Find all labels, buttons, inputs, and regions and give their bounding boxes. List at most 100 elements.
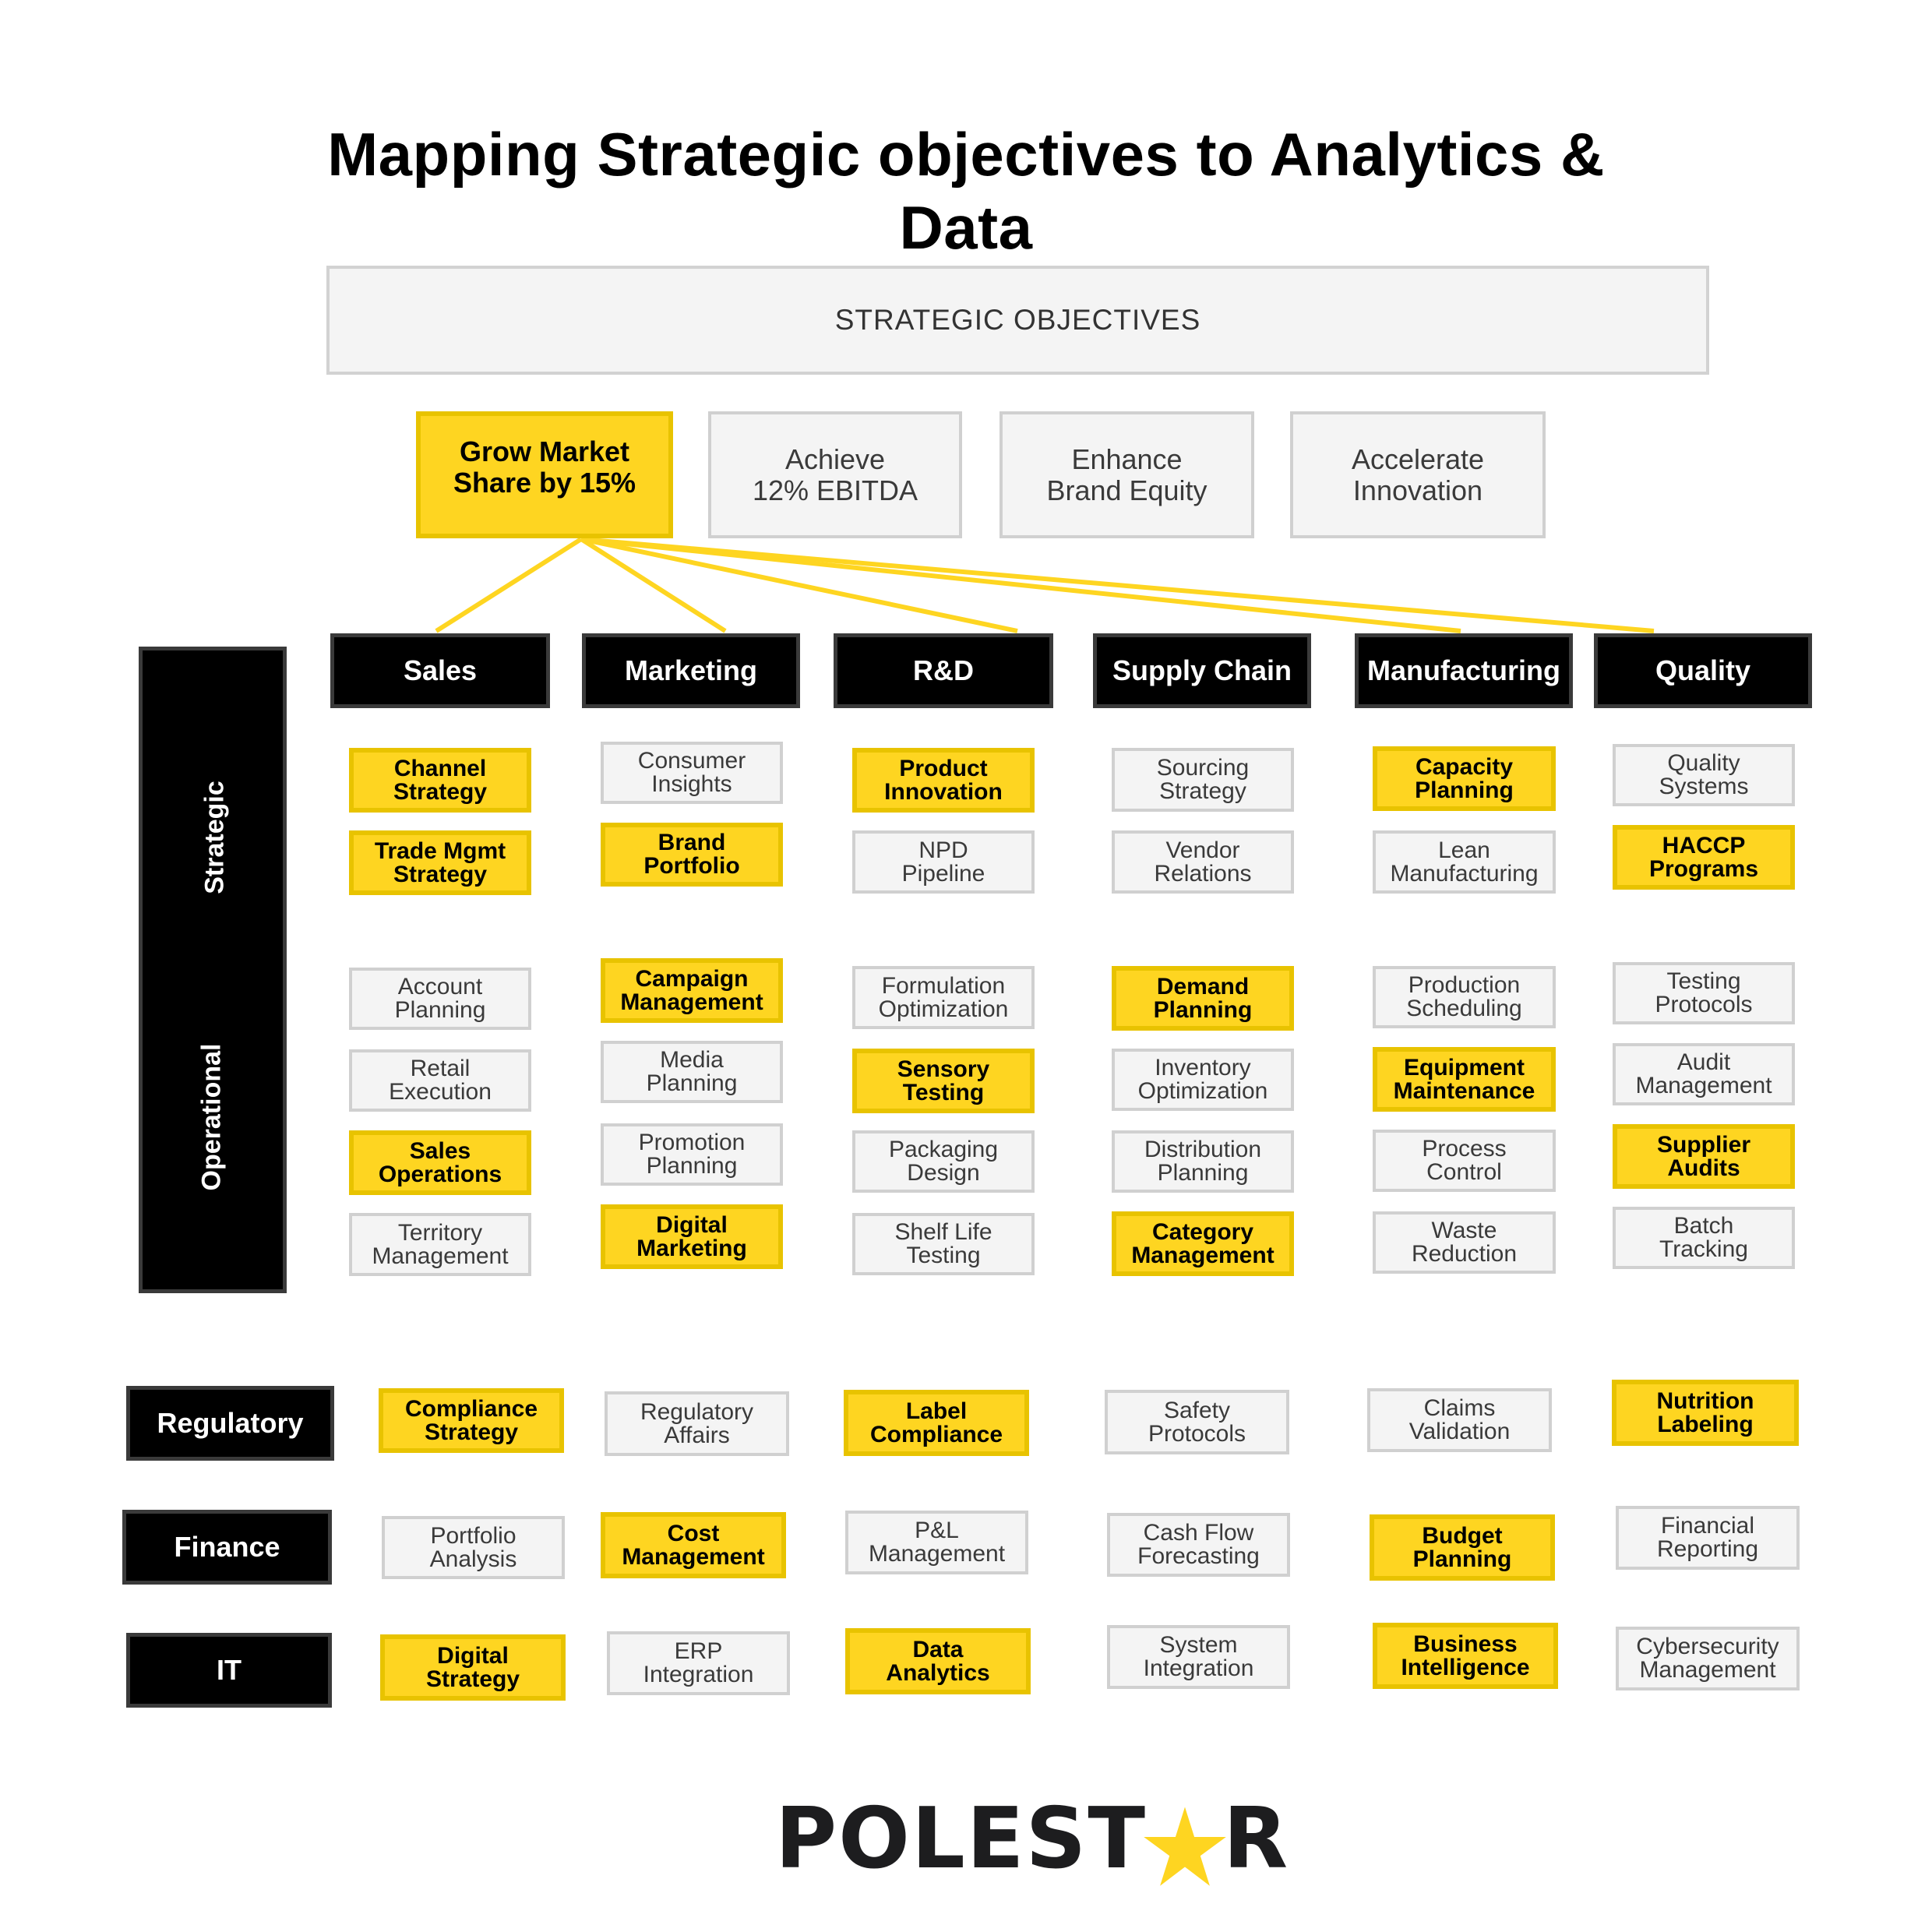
box-label: Vendor Relations <box>1154 837 1252 887</box>
function-item-erp-integration: ERP Integration <box>607 1631 790 1695</box>
function-header-finance: Finance <box>122 1510 332 1585</box>
level-label-operational: Operational <box>196 1043 227 1191</box>
box-label: Digital Strategy <box>425 1642 520 1692</box>
box-label: Consumer Insights <box>637 748 746 797</box>
operational-item-production-scheduling: Production Scheduling <box>1373 966 1556 1028</box>
box-label: Accelerate Innovation <box>1351 442 1485 506</box>
operational-item-account-planning: Account Planning <box>349 968 531 1030</box>
operational-item-sales-operations: Sales Operations <box>349 1130 531 1195</box>
box-label: HACCP Programs <box>1648 832 1759 882</box>
box-label: Cybersecurity Management <box>1636 1634 1779 1683</box>
function-item-regulatory-affairs: Regulatory Affairs <box>605 1391 789 1456</box>
function-item-compliance-strategy: Compliance Strategy <box>379 1388 564 1453</box>
box-label: Packaging Design <box>888 1137 999 1186</box>
objective-achieve-12-ebitda: Achieve 12% EBITDA <box>708 411 962 538</box>
function-item-budget-planning: Budget Planning <box>1370 1514 1555 1581</box>
box-label: Equipment Maintenance <box>1393 1054 1535 1104</box>
box-label: Cash Flow Forecasting <box>1137 1520 1260 1569</box>
box-label: Inventory Optimization <box>1137 1055 1268 1104</box>
box-label: Promotion Planning <box>638 1130 746 1179</box>
connector-line-sales <box>435 537 583 633</box>
box-label: Quality Systems <box>1659 750 1749 799</box>
department-header-randd: R&D <box>834 633 1053 708</box>
box-label: System Integration <box>1143 1632 1254 1681</box>
operational-item-packaging-design: Packaging Design <box>852 1130 1035 1193</box>
logo-text-left: POLEST <box>775 1789 1148 1888</box>
operational-item-digital-marketing: Digital Marketing <box>601 1204 783 1269</box>
department-header-marketing: Marketing <box>582 633 800 708</box>
operational-item-category-management: Category Management <box>1112 1211 1294 1276</box>
operational-item-testing-protocols: Testing Protocols <box>1613 962 1795 1024</box>
box-label: Media Planning <box>646 1047 738 1096</box>
box-label: Audit Management <box>1635 1049 1772 1098</box>
box-label: Regulatory Affairs <box>640 1398 754 1448</box>
operational-item-inventory-optimization: Inventory Optimization <box>1112 1049 1294 1111</box>
operational-item-shelf-life-testing: Shelf Life Testing <box>852 1213 1035 1275</box>
operational-item-supplier-audits: Supplier Audits <box>1613 1124 1795 1189</box>
page-title-line-1: Mapping Strategic objectives to Analytic… <box>327 120 1605 189</box>
star-icon <box>1142 1801 1228 1895</box>
strategic-objectives-banner: STRATEGIC OBJECTIVES <box>326 266 1709 375</box>
box-label: Demand Planning <box>1153 973 1253 1023</box>
strategic-item-trade-mgmt-strategy: Trade Mgmt Strategy <box>349 830 531 895</box>
box-label: Financial Reporting <box>1656 1513 1759 1562</box>
department-header-manufacturing: Manufacturing <box>1355 633 1573 708</box>
box-label: Claims Validation <box>1408 1395 1511 1444</box>
box-label: Testing Protocols <box>1655 968 1753 1017</box>
function-item-label-compliance: Label Compliance <box>844 1390 1029 1456</box>
page-title-line-2: Data <box>899 193 1033 262</box>
level-bar <box>139 647 287 1293</box>
box-label: NPD Pipeline <box>901 837 985 887</box>
connector-line-randd <box>580 537 1018 633</box>
operational-item-media-planning: Media Planning <box>601 1041 783 1103</box>
strategic-item-lean-manufacturing: Lean Manufacturing <box>1373 830 1556 894</box>
box-label: Sales Operations <box>378 1137 502 1187</box>
box-label: Product Innovation <box>884 755 1003 805</box>
objective-accelerate-innovation: Accelerate Innovation <box>1290 411 1546 538</box>
box-label: Digital Marketing <box>636 1211 747 1261</box>
box-label: Process Control <box>1422 1136 1507 1185</box>
operational-item-retail-execution: Retail Execution <box>349 1049 531 1112</box>
strategic-item-npd-pipeline: NPD Pipeline <box>852 830 1035 894</box>
function-item-claims-validation: Claims Validation <box>1367 1388 1552 1452</box>
connector-line-manufacturing <box>580 537 1461 633</box>
operational-item-promotion-planning: Promotion Planning <box>601 1123 783 1186</box>
box-label: Sourcing Strategy <box>1156 755 1250 804</box>
operational-item-territory-management: Territory Management <box>349 1213 531 1276</box>
objective-grow-market-share-by-15: Grow Market Share by 15% <box>416 411 673 538</box>
operational-item-campaign-management: Campaign Management <box>601 958 783 1023</box>
function-item-pandl-management: P&L Management <box>845 1511 1028 1574</box>
function-item-cybersecurity-management: Cybersecurity Management <box>1616 1627 1800 1690</box>
function-header-regulatory: Regulatory <box>126 1386 334 1461</box>
strategic-item-sourcing-strategy: Sourcing Strategy <box>1112 748 1294 812</box>
strategic-item-consumer-insights: Consumer Insights <box>601 742 783 804</box>
box-label: Budget Planning <box>1412 1522 1512 1572</box>
box-label: Enhance Brand Equity <box>1046 442 1208 506</box>
box-label: Production Scheduling <box>1406 972 1522 1021</box>
box-label: Sensory Testing <box>897 1056 990 1105</box>
operational-item-distribution-planning: Distribution Planning <box>1112 1130 1294 1193</box>
box-label: Grow Market Share by 15% <box>453 435 636 499</box>
function-item-cost-management: Cost Management <box>601 1512 786 1578</box>
operational-item-batch-tracking: Batch Tracking <box>1613 1207 1795 1269</box>
box-label: Capacity Planning <box>1415 753 1514 803</box>
function-header-it: IT <box>126 1633 332 1708</box>
department-header-quality: Quality <box>1594 633 1812 708</box>
box-label: Safety Protocols <box>1148 1397 1246 1447</box>
box-label: Campaign Management <box>620 965 763 1015</box>
function-item-cash-flow-forecasting: Cash Flow Forecasting <box>1107 1513 1290 1577</box>
function-item-financial-reporting: Financial Reporting <box>1616 1506 1800 1570</box>
strategic-item-capacity-planning: Capacity Planning <box>1373 746 1556 811</box>
strategic-item-quality-systems: Quality Systems <box>1613 744 1795 806</box>
operational-item-audit-management: Audit Management <box>1613 1043 1795 1105</box>
function-item-data-analytics: Data Analytics <box>845 1628 1031 1694</box>
box-label: Channel Strategy <box>393 755 488 805</box>
polestar-logo: POLEST R <box>775 1789 1289 1888</box>
box-label: Achieve 12% EBITDA <box>752 442 918 506</box>
function-item-business-intelligence: Business Intelligence <box>1373 1623 1558 1689</box>
box-label: Nutrition Labeling <box>1656 1387 1754 1437</box>
box-label: Batch Tracking <box>1659 1213 1748 1262</box>
box-label: Brand Portfolio <box>643 830 740 879</box>
operational-item-waste-reduction: Waste Reduction <box>1373 1211 1556 1274</box>
